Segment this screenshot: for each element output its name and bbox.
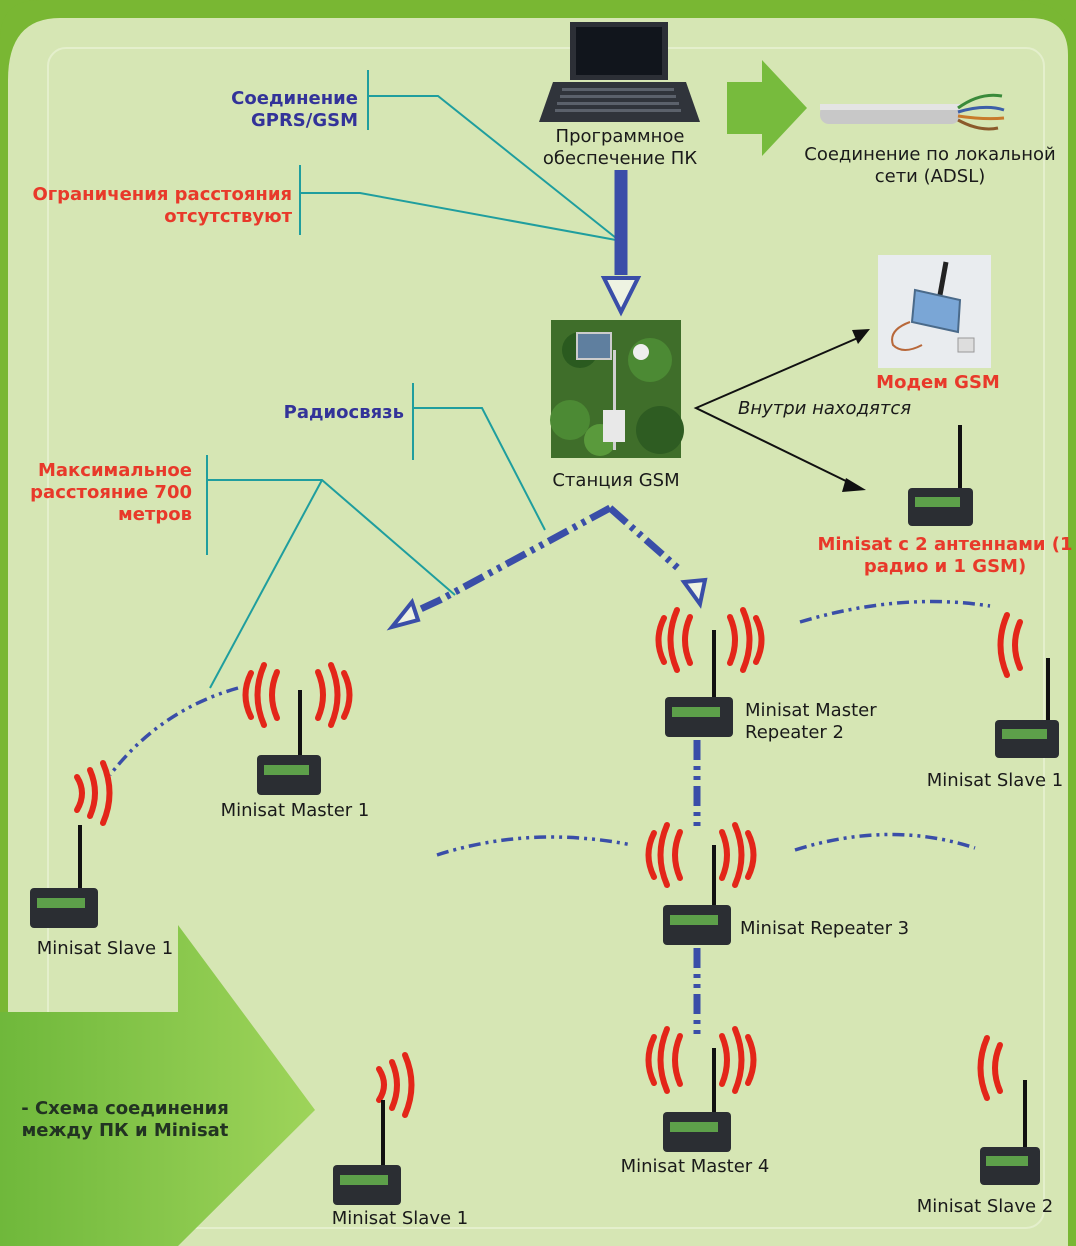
device-two-antennas-icon bbox=[908, 425, 973, 526]
device-slave-1-right-icon bbox=[995, 658, 1059, 758]
gsm-modem-label: Модем GSM bbox=[876, 372, 1000, 393]
gsm-station-label: Станция GSM bbox=[552, 470, 680, 491]
device-master-repeater-2-icon bbox=[665, 630, 733, 737]
caption-arrow bbox=[0, 925, 315, 1246]
gsm-modem-photo bbox=[878, 255, 991, 368]
callout-lines bbox=[206, 70, 617, 689]
lan-arrow bbox=[727, 60, 807, 156]
repeater-3-label: Minisat Repeater 3 bbox=[740, 918, 910, 939]
radio-arrow-left-icon bbox=[386, 597, 421, 631]
device-slave-1-bottom-icon bbox=[333, 1100, 401, 1205]
minisat-two-antennas-label: Minisat с 2 антеннами (1 радио и 1 GSM) bbox=[817, 534, 1073, 577]
slave-2-label: Minisat Slave 2 bbox=[916, 1196, 1054, 1217]
radio-arrow-right-icon bbox=[680, 577, 708, 609]
slave-1-right-label: Minisat Slave 1 bbox=[926, 770, 1064, 791]
panel-inset bbox=[47, 47, 1045, 1229]
minisat-devices bbox=[30, 425, 1059, 1205]
pc-software-label: Программное обеспечение ПК bbox=[542, 126, 698, 169]
no-distance-limit-label: Ограничения расстояния отсутствуют bbox=[32, 184, 292, 227]
gsm-station-photo bbox=[550, 320, 684, 458]
device-slave-2-icon bbox=[980, 1080, 1040, 1185]
panel-inner bbox=[8, 18, 1068, 1246]
cable-icon bbox=[820, 93, 1005, 131]
master-4-label: Minisat Master 4 bbox=[620, 1156, 770, 1177]
signal-waves bbox=[74, 607, 1023, 1118]
device-master-1-icon bbox=[257, 690, 321, 795]
slave-1-bottom-label: Minisat Slave 1 bbox=[331, 1208, 469, 1229]
master-repeater-2-label: Minisat Master Repeater 2 bbox=[745, 700, 877, 743]
device-repeater-3-icon bbox=[663, 845, 731, 945]
arrow-head-minisat-icon bbox=[842, 478, 866, 492]
mesh-links bbox=[108, 599, 991, 857]
arrow-head-modem-icon bbox=[852, 329, 870, 344]
gprs-link-arrow bbox=[600, 170, 642, 317]
gprs-connection-label: Соединение GPRS/GSM bbox=[231, 88, 358, 131]
inside-label: Внутри находятся bbox=[738, 398, 912, 419]
radio-links bbox=[408, 504, 683, 618]
laptop-icon bbox=[539, 22, 700, 122]
device-slave-1-left-icon bbox=[30, 825, 98, 928]
max-distance-label: Максимальное расстояние 700 метров bbox=[30, 460, 192, 525]
inside-arrows bbox=[693, 336, 861, 484]
master-1-label: Minisat Master 1 bbox=[220, 800, 370, 821]
slave-1-left-label: Minisat Slave 1 bbox=[36, 938, 174, 959]
scheme-caption-label: - Схема соединения между ПК и Minisat bbox=[21, 1098, 229, 1141]
lan-connection-label: Соединение по локальной сети (ADSL) bbox=[804, 144, 1056, 187]
device-master-4-icon bbox=[663, 1048, 731, 1152]
radio-link-label: Радиосвязь bbox=[283, 402, 404, 423]
